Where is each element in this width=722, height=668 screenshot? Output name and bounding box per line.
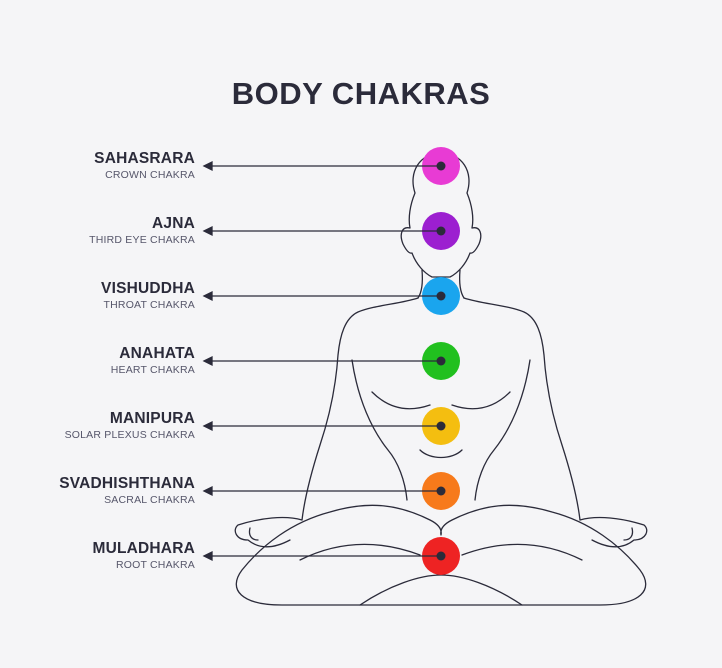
arrowhead-anahata xyxy=(202,355,213,367)
chakra-subtitle: SACRAL CHAKRA xyxy=(104,493,195,506)
figure-abdomen xyxy=(419,449,463,459)
arrowhead-manipura xyxy=(202,420,213,432)
figure-legs xyxy=(235,504,647,606)
chakra-name: AJNA xyxy=(151,215,195,232)
figure-torso xyxy=(301,297,581,521)
chakra-name: ANAHATA xyxy=(119,345,195,362)
arrowhead-sahasrara xyxy=(202,160,213,172)
chakra-name: MANIPURA xyxy=(109,410,195,427)
arrowhead-muladhara xyxy=(202,550,213,562)
chakra-name: VISHUDDHA xyxy=(101,280,195,297)
figure-head xyxy=(400,152,482,278)
chakra-subtitle: CROWN CHAKRA xyxy=(105,168,195,181)
chakra-name: SVADHISHTHANA xyxy=(59,475,195,492)
arrowhead-svadhishthana xyxy=(202,485,213,497)
chakra-subtitle: THROAT CHAKRA xyxy=(103,298,195,311)
figure-left-hand xyxy=(234,516,303,548)
figure-right-hand xyxy=(579,516,648,548)
chakra-name: SAHASRARA xyxy=(94,150,195,167)
diagram-title: BODY CHAKRAS xyxy=(231,76,491,111)
chakra-arrows xyxy=(202,160,441,562)
arrowhead-vishuddha xyxy=(202,290,213,302)
arrowhead-ajna xyxy=(202,225,213,237)
chakra-name: MULADHARA xyxy=(92,540,195,557)
chakra-subtitle: ROOT CHAKRA xyxy=(115,558,195,571)
figure-chest xyxy=(371,391,511,410)
chakra-subtitle: THIRD EYE CHAKRA xyxy=(89,233,195,246)
chakra-subtitle: SOLAR PLEXUS CHAKRA xyxy=(64,428,195,441)
figure-waist xyxy=(351,359,531,501)
chakra-subtitle: HEART CHAKRA xyxy=(110,363,195,376)
